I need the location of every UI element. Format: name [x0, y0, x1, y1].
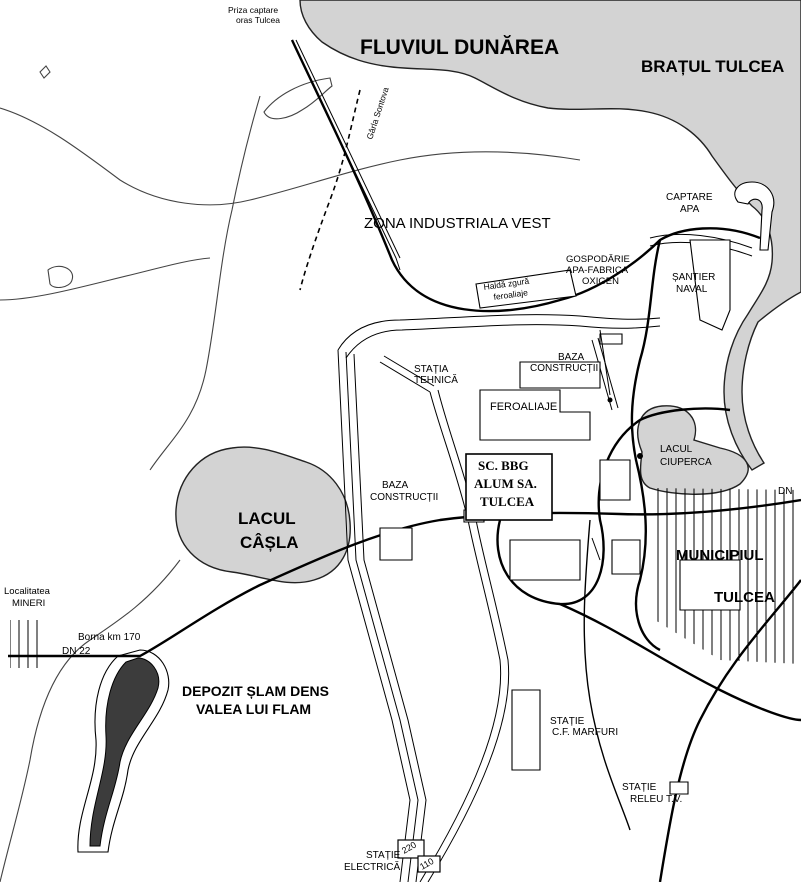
label-priza-1: Priza captare: [228, 5, 278, 15]
label-captare-2: APA: [680, 204, 700, 215]
danube-river: [299, 0, 801, 471]
label-dn22: DN 22: [62, 646, 91, 657]
road-south-right: [658, 579, 801, 882]
road-south-east: [559, 602, 801, 722]
label-zona: ZONA INDUSTRIALA VEST: [364, 215, 551, 232]
label-gospodarie-2: APA-FABRICA: [566, 265, 629, 276]
label-sc-3: TULCEA: [480, 494, 535, 509]
stream-north: [0, 107, 581, 206]
label-garla: Gârla Sontova: [364, 86, 390, 141]
label-statia-1: STAȚIA: [414, 364, 449, 375]
label-ciuperca-2: CIUPERCA: [660, 457, 712, 468]
label-releu-2: RELEU T.V.: [630, 794, 682, 805]
road-dn22: [8, 498, 801, 658]
label-electrica-1: STAȚIE: [366, 850, 401, 861]
stream-south-west: [0, 559, 181, 882]
islet-top-left: [39, 65, 51, 79]
label-statia-2: TEHNICĂ: [414, 373, 458, 386]
label-baza2-1: BAZA: [382, 480, 408, 491]
stream-west-2: [0, 257, 211, 301]
electric-station-boxes: [397, 839, 441, 873]
label-localitatea-2: MINERI: [12, 598, 45, 609]
label-depozit-1: DEPOZIT ȘLAM DENS: [182, 683, 329, 699]
label-releu-1: STAȚIE: [622, 782, 657, 793]
label-sc-1: SC. BBG: [478, 458, 529, 473]
label-santier-2: NAVAL: [676, 284, 708, 295]
label-localitatea-1: Localitatea: [4, 586, 51, 597]
label-santier-1: ȘANTIER: [672, 272, 715, 283]
label-river: FLUVIUL DUNĂREA: [360, 36, 559, 59]
label-municipiul-1: MUNICIPIUL: [676, 547, 764, 564]
label-casla-2: CÂȘLA: [240, 533, 299, 552]
deposit-area: [89, 657, 160, 847]
label-depozit-2: VALEA LUI FLAM: [196, 701, 311, 717]
label-baza1-2: CONSTRUCȚII: [530, 363, 598, 374]
label-ciuperca-1: LACUL: [660, 444, 693, 455]
map-markers: [591, 329, 643, 561]
label-baza2-2: CONSTRUCȚII: [370, 492, 438, 503]
label-baza1-1: BAZA: [558, 352, 584, 363]
lake-ciuperca: [637, 405, 749, 495]
label-dn-right: DN: [778, 486, 792, 497]
pond-northwest: [263, 77, 333, 120]
label-gospodarie-3: OXIGEN: [582, 276, 619, 287]
lake-casla: [175, 446, 351, 584]
label-sc-2: ALUM SA.: [474, 476, 537, 491]
stream-west-1: [149, 95, 261, 471]
label-halda-2: feroaliaje: [493, 287, 529, 302]
label-priza-2: oras Tulcea: [236, 15, 280, 25]
label-branch: BRAȚUL TULCEA: [641, 57, 784, 76]
label-marfuri-2: C.F. MARFURI: [552, 727, 618, 738]
label-captare-1: CAPTARE: [666, 192, 713, 203]
label-electrica-2: ELECTRICĂ: [344, 860, 400, 873]
label-municipiul-2: TULCEA: [714, 589, 775, 606]
port-channel: [734, 181, 775, 251]
label-casla-1: LACUL: [238, 509, 296, 528]
road-inner-loop: [496, 407, 731, 606]
factory-label-box: [465, 453, 553, 521]
railway-network: [291, 39, 753, 882]
label-feroaliaje: FEROALIAJE: [490, 401, 557, 413]
label-borna: Borna km 170: [78, 632, 141, 643]
label-gospodarie-1: GOSPODĂRIE: [566, 254, 630, 265]
island-left: [47, 265, 74, 289]
label-marfuri-1: STAȚIE: [550, 716, 585, 727]
road-south-city: [583, 519, 631, 831]
village-mineri: [10, 620, 40, 668]
